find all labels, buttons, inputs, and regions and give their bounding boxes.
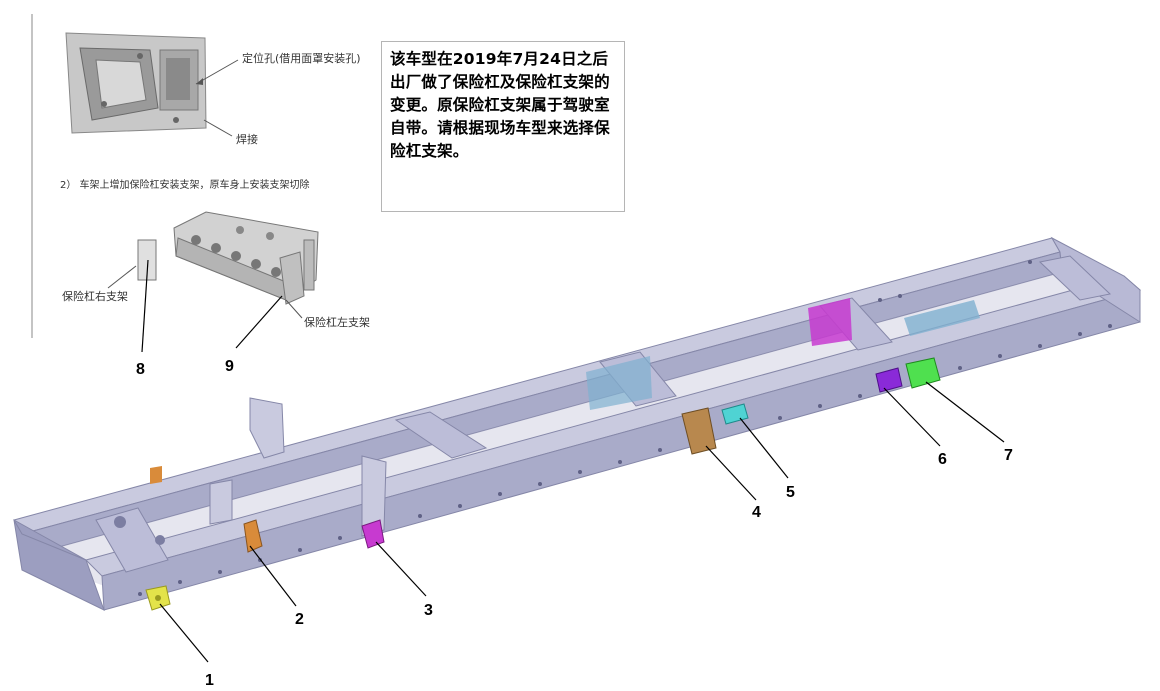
- callout-leaders: [141, 259, 1005, 663]
- step-2-text: 2） 车架上增加保险杠安装支架，原车身上安装支架切除: [60, 178, 310, 191]
- callout-6: 6: [938, 451, 947, 468]
- blue-mid-crossmember: [586, 300, 980, 410]
- bracket-2[interactable]: [243, 519, 263, 553]
- bracket-7[interactable]: [905, 357, 941, 389]
- callout-9: 9: [225, 358, 234, 375]
- bracket-1[interactable]: [145, 585, 171, 611]
- callout-5: 5: [786, 484, 795, 501]
- bracket-assembly-image: [137, 211, 319, 305]
- magenta-crossmember-plate: [808, 298, 852, 346]
- callout-3: 3: [424, 602, 433, 619]
- inset-panel: 定位孔(借用面罩安装孔) 焊接 2） 车架上增加保险杠安装支架，原车身上安装支架…: [31, 14, 370, 338]
- callout-1: 1: [205, 672, 214, 689]
- bracket-4[interactable]: [681, 407, 717, 455]
- change-notice-box: 该车型在2019年7月24日之后出厂做了保险杠及保险杠支架的变更。原保险杠支架属…: [381, 41, 625, 212]
- callout-8: 8: [136, 361, 145, 378]
- cab-panel-image: [65, 32, 207, 134]
- bracket-3[interactable]: [361, 519, 385, 549]
- rail-holes: [114, 260, 1112, 596]
- orange-small-bracket: [150, 466, 162, 484]
- callout-7: 7: [1004, 447, 1013, 464]
- callout-4: 4: [752, 504, 761, 521]
- bracket-6[interactable]: [875, 367, 903, 393]
- label-locating-hole: 定位孔(借用面罩安装孔): [242, 51, 361, 65]
- label-left-bracket: 保险杠左支架: [304, 315, 370, 329]
- callout-2: 2: [295, 611, 304, 628]
- chassis-frame: [13, 236, 1142, 611]
- label-weld: 焊接: [236, 132, 258, 146]
- label-right-bracket: 保险杠右支架: [62, 289, 128, 303]
